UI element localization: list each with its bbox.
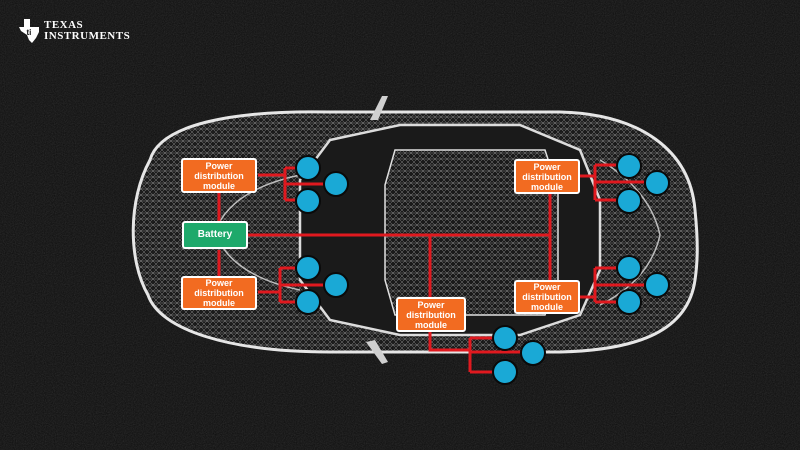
pdm-label-line1: Power	[533, 161, 561, 172]
load-nodes	[295, 153, 670, 385]
load-node	[295, 155, 321, 181]
wire-rr-loads	[580, 266, 655, 304]
load-node	[295, 255, 321, 281]
pdm-label-line1: Power	[205, 160, 233, 171]
svg-text:ti: ti	[27, 28, 32, 37]
car-mirror-top	[370, 96, 388, 120]
load-node	[492, 359, 518, 385]
load-node	[323, 171, 349, 197]
pdm-label-line2: distribution	[522, 171, 572, 182]
load-node	[295, 289, 321, 315]
pdm-label-line3: module	[530, 181, 563, 192]
load-node	[616, 153, 642, 179]
wire-fr-loads	[580, 163, 655, 202]
pdm-label-line3: module	[414, 319, 447, 330]
pdm-label-line2: distribution	[522, 292, 572, 302]
brand-line2: INSTRUMENTS	[44, 30, 131, 42]
load-node	[295, 188, 321, 214]
texas-state-icon: ti	[19, 19, 39, 43]
brand-line1: TEXAS	[44, 19, 84, 31]
ti-logo: ti TEXAS INSTRUMENTS	[18, 18, 130, 44]
wire-center-loads	[428, 330, 533, 374]
load-node	[644, 272, 670, 298]
pdm-label-line1: Power	[417, 299, 445, 310]
battery-box: Battery	[182, 221, 248, 249]
pdm-label-line3: module	[202, 180, 235, 191]
load-node	[492, 325, 518, 351]
load-node	[616, 289, 642, 315]
pdm-label-line3: module	[202, 298, 235, 308]
load-node	[323, 272, 349, 298]
car-mirror-bottom	[366, 340, 388, 364]
wire-rl-loads	[258, 266, 335, 304]
load-node	[616, 255, 642, 281]
pdm-label-line1: Power	[533, 282, 561, 292]
load-node	[644, 170, 670, 196]
pdm-label-line2: distribution	[194, 288, 244, 298]
load-node	[616, 188, 642, 214]
pdm-front-left: Power distribution module	[181, 158, 257, 193]
pdm-center: Power distribution module	[396, 297, 466, 332]
pdm-label-line1: Power	[205, 278, 233, 288]
pdm-front-right: Power distribution module	[514, 159, 580, 194]
pdm-rear-left: Power distribution module	[181, 276, 257, 310]
battery-label: Battery	[197, 229, 233, 240]
pdm-label-line2: distribution	[194, 170, 244, 181]
pdm-label-line3: module	[530, 302, 563, 312]
pdm-label-line2: distribution	[406, 309, 456, 320]
pdm-rear-right: Power distribution module	[514, 280, 580, 314]
load-node	[520, 340, 546, 366]
